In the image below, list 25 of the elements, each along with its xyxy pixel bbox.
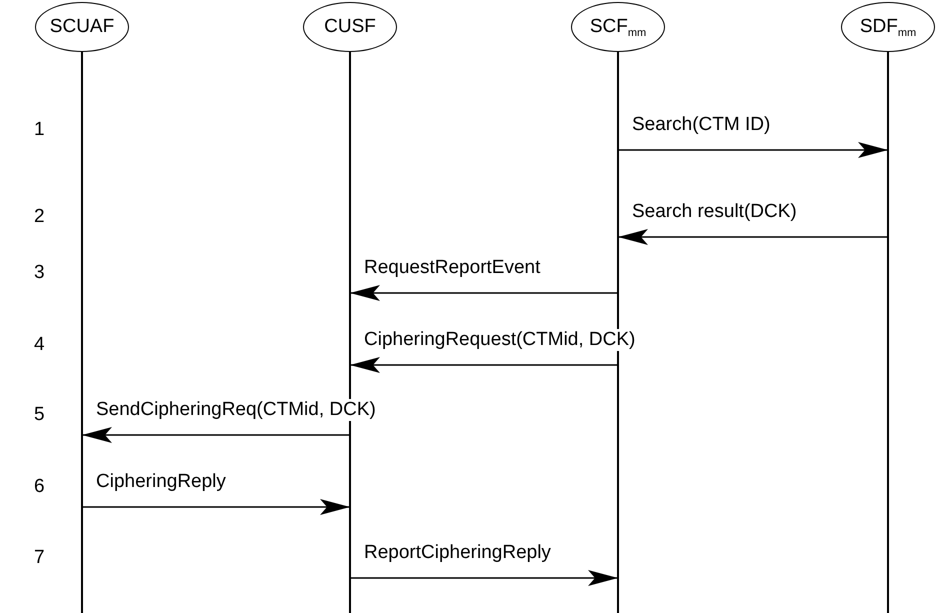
message-arrow [82,499,350,515]
edge-label: Search(CTM ID) [632,114,770,136]
edge-label: ReportCipheringReply [364,542,551,564]
edge-label: Search result(DCK) [632,201,797,223]
message-arrow [82,427,350,443]
step-number: 1 [34,119,45,141]
edge-label: SendCipheringReq(CTMid, DCK) [96,399,376,421]
edge-label: CipheringReply [96,471,226,493]
message-arrow [618,229,888,245]
step-number: 6 [34,476,45,498]
message-arrow [618,142,888,158]
edge-label: CipheringRequest(CTMid, DCK) [364,329,636,351]
participant-name: SCF$_{mm}$ [590,16,646,38]
step-number: 3 [34,262,45,284]
message-arrow [350,357,618,373]
step-number: 2 [34,206,45,228]
participant-name: SDF$_{mm}$ [860,16,916,38]
participant-name: CUSF [324,16,376,38]
message-arrow [350,285,618,301]
edge-label: RequestReportEvent [364,257,540,279]
step-number: 4 [34,334,45,356]
step-number: 5 [34,404,45,426]
step-number: 7 [34,547,45,569]
participant-name: SCUAF [50,16,114,38]
message-arrow [350,570,618,586]
